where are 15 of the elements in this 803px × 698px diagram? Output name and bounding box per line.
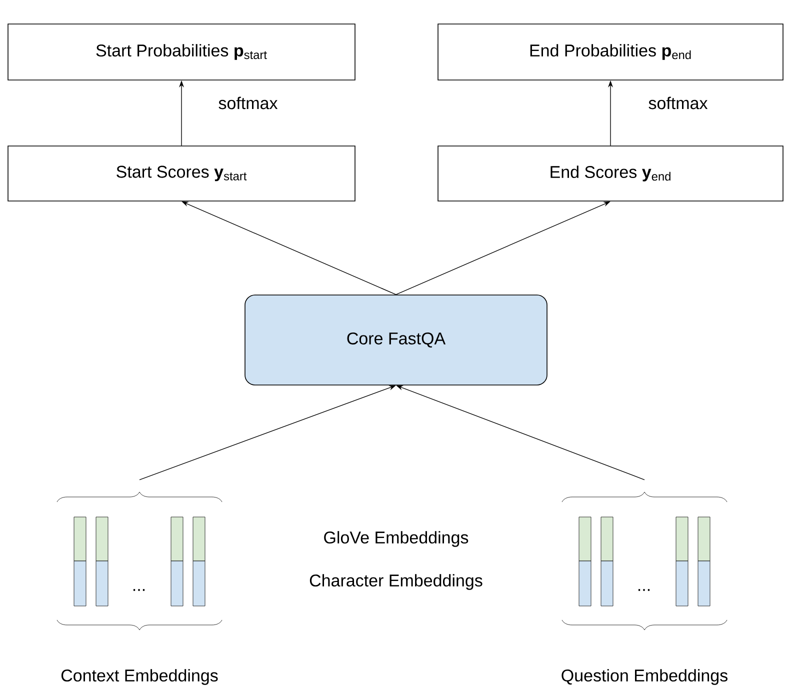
embedding-group-drawing — [562, 492, 728, 630]
layer-label: GloVe Embeddings — [324, 531, 468, 547]
group-caption: Context Embeddings — [61, 669, 218, 685]
edge-label: softmax — [648, 96, 708, 110]
layer-label: Character Embeddings — [310, 574, 482, 590]
output-box: Start Scores y$_{start}$ — [8, 146, 356, 202]
ellipsis: ... — [133, 589, 145, 591]
model-box: Core FastQA — [244, 294, 548, 386]
output-box: End Probabilities p$_{end}$ — [438, 24, 784, 80]
ellipsis: ... — [638, 589, 650, 591]
group-caption: Question Embeddings — [562, 669, 728, 685]
embedding-group-drawing — [56, 492, 222, 630]
output-box: Start Probabilities p$_{start}$ — [8, 24, 356, 80]
output-box: End Scores y$_{end}$ — [438, 146, 784, 202]
edge-label: softmax — [218, 96, 278, 110]
